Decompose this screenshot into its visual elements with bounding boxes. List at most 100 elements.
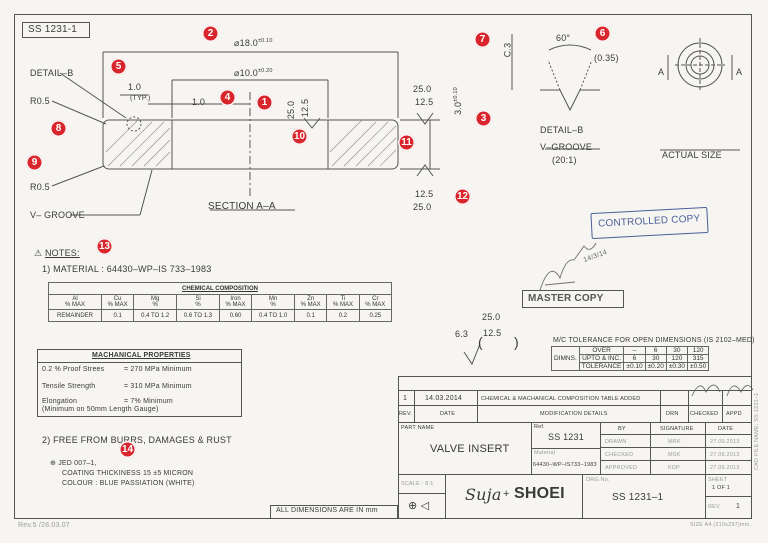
part-name: VALVE INSERT <box>430 443 510 455</box>
surface-finish-c: 25.0 <box>482 312 501 322</box>
mech-footnote: (Minimum on 50mm Length Gauge) <box>42 406 159 413</box>
chem-header: Mn% <box>251 294 295 310</box>
detail-b-circle <box>126 116 142 132</box>
all-dims-box <box>270 505 398 519</box>
rev-details: CHEMICAL & MACHANICAL COMPOSITION TABLE … <box>481 396 641 402</box>
tol-dimns: DIMNS. <box>551 346 580 371</box>
chem-value: 0.4 TO 1.0 <box>251 309 295 322</box>
rev-number: 1 <box>403 395 408 402</box>
note-jed: ⊕ JED 007–1, <box>50 460 97 467</box>
section-hatching <box>105 119 397 167</box>
detail-b-scale: (20:1) <box>552 155 577 165</box>
signature-scribble <box>539 242 754 397</box>
detail-b-subtitle: V–GROOVE <box>540 142 593 152</box>
logo-plus: + <box>503 488 510 500</box>
dim-d10: ⌀10.0±0.20 <box>234 68 273 78</box>
all-dims-note: ALL DIMENSIONS ARE IN mm <box>276 507 378 514</box>
tol-cell: 6 <box>644 346 667 355</box>
tol-cell: 120 <box>665 354 689 363</box>
tol-cell: 30 <box>665 346 689 355</box>
mech-row-key: Tensile Strength <box>42 383 96 390</box>
tol-tolerance-label: TOLERANCE <box>578 362 625 371</box>
tol-over-label: OVER <box>578 346 625 355</box>
tol-cell: 6 <box>623 354 646 363</box>
roughness-top-25: 25.0 <box>413 84 432 94</box>
mech-title: MACHANICAL PROPERTIES <box>92 352 191 359</box>
role-drawn: DRAWN <box>605 439 627 445</box>
roughness-top-125: 12.5 <box>415 97 434 107</box>
mech-row-key: 0.2 % Proof Strees <box>42 366 105 373</box>
sheet-size: SIZE A4 (210x297)mm. <box>690 522 752 528</box>
marker-7: 7 <box>474 31 491 48</box>
mech-row-value: = 7% Minimum <box>124 398 173 405</box>
detail-b-title: DETAIL–B <box>540 125 584 135</box>
dim-chamfer: C.3 <box>502 42 513 58</box>
chem-value: 0.1 <box>100 309 135 322</box>
surface-finish-b: 12.5 <box>483 328 502 338</box>
actual-size-label: ACTUAL SIZE <box>662 150 722 160</box>
tol-cell: 120 <box>687 346 710 355</box>
dim-typ: (TYP.) <box>130 95 151 102</box>
note-coating: COATING THICKINESS 15 ±5 MICRON <box>62 470 194 477</box>
footer-revision: Rev.5 /28.03.07 <box>18 522 70 529</box>
chem-header: Zn% MAX <box>293 294 328 310</box>
chem-header: Iron% MAX <box>218 294 253 310</box>
note-colour: COLOUR : BLUE PASSIATION (WHITE) <box>62 480 195 487</box>
role-checked: CHECKED <box>605 452 634 458</box>
role-approved: APPROVED <box>605 465 638 471</box>
rev-value: 1 <box>736 503 741 510</box>
roughness-bottom-125: 12.5 <box>415 189 434 199</box>
material-label: Material <box>534 450 556 456</box>
projection-symbol-icon: ⊕ ◁ <box>408 500 430 512</box>
part-name-label: PART NAME <box>401 425 435 431</box>
date-checked: 27.09.2013 <box>710 452 740 458</box>
date-approved: 27.09.2013 <box>710 465 740 471</box>
scale-label: SCALE : 8:1 <box>401 481 434 487</box>
sig-checked: MSK <box>668 452 681 458</box>
tol-cell: 30 <box>644 354 667 363</box>
ref-label: Ref. <box>534 424 545 430</box>
rev-label: REV. <box>708 504 722 510</box>
material-value: 64430–WP–IS733–1983 <box>533 462 597 468</box>
v-groove-left-label: V– GROOVE <box>30 210 85 220</box>
roughness-bottom-25: 25.0 <box>413 202 432 212</box>
chem-header: Mg% <box>133 294 178 310</box>
surface-finish-open: ( <box>478 334 483 350</box>
sig-drawn: MRK <box>668 439 681 445</box>
marker-13: 13 <box>96 238 113 255</box>
section-marker-a-right: A <box>736 67 743 77</box>
dim-d18: ⌀18.0±0.10 <box>234 38 273 48</box>
roughness-vertical-25: 25.0 <box>286 100 297 120</box>
marker-6: 6 <box>594 25 611 42</box>
marker-5: 5 <box>110 58 127 75</box>
marker-8: 8 <box>50 120 67 137</box>
mech-row-key: Elongation <box>42 398 78 405</box>
ref-value: SS 1231 <box>548 432 584 442</box>
cad-file-name: CAD FILE NAME: SS 1231–1 <box>754 392 760 470</box>
mech-row-value: = 310 MPa Minimum <box>124 383 192 390</box>
dim-thickness: 3.0±0.10 <box>452 87 463 115</box>
chem-value: 0.25 <box>358 309 393 322</box>
marker-14: 14 <box>119 441 136 458</box>
tol-cell: ±0.10 <box>623 362 646 371</box>
marker-12: 12 <box>454 188 471 205</box>
dwg-label: DRG.No. <box>586 477 610 483</box>
marker-2: 2 <box>202 25 219 42</box>
chem-header: Cu% MAX <box>100 294 135 310</box>
rev-date-header: DATE <box>440 411 456 417</box>
mech-row-value: = 270 MPa Minimum <box>124 366 192 373</box>
chem-header: Si% <box>176 294 220 310</box>
note-material: 1) MATERIAL : 64430–WP–IS 733–1983 <box>42 264 212 274</box>
surface-finish-a: 6.3 <box>455 329 469 339</box>
marker-4: 4 <box>219 89 236 106</box>
master-copy-text: MASTER COPY <box>528 293 604 304</box>
marker-9: 9 <box>26 154 43 171</box>
tolerance-table: DIMNS. OVER – 6 30 120 UPTO & INC. 6 30 … <box>551 346 710 371</box>
marker-11: 11 <box>398 134 415 151</box>
chem-value: 0.1 <box>293 309 328 322</box>
sig-approved: KDP <box>668 465 680 471</box>
chem-value: 0.60 <box>218 309 253 322</box>
chem-value: 0.6 TO 1.3 <box>176 309 220 322</box>
